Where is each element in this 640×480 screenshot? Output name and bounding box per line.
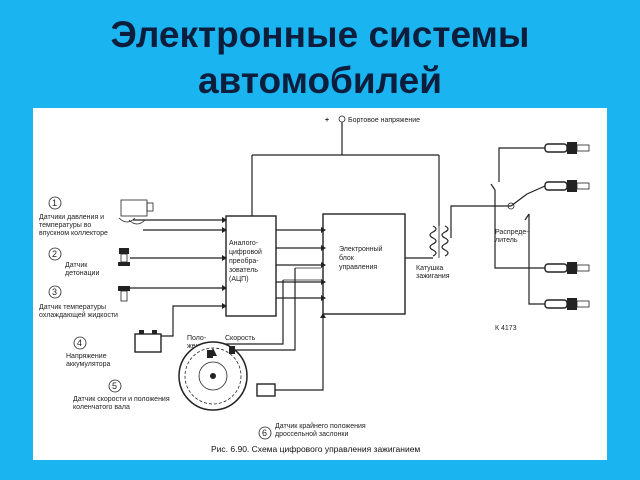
adc-block — [225, 215, 277, 317]
throttle-wire — [275, 316, 324, 391]
diagram-panel: + Бортовое напряжение Аналого- цифровой … — [33, 108, 607, 460]
figure-ref: К 4173 — [495, 325, 517, 332]
sensor-4-number-circle — [73, 336, 87, 350]
sensor-3-label: Датчик температуры охлаждающей жидкости — [39, 304, 118, 319]
sensor-5-number-circle — [108, 379, 122, 393]
speed-wire — [223, 268, 296, 351]
sensor-4-label: Напряжение аккумулятора — [66, 353, 111, 368]
ignition-coil — [429, 224, 449, 258]
sensor-5-label: Датчик скорости и положения коленчатого … — [73, 396, 172, 411]
crankshaft-pickup — [207, 346, 235, 358]
sensor-2-icon — [118, 248, 130, 266]
sensor-6-number: 6 — [262, 428, 267, 438]
throttle-switch — [256, 383, 276, 397]
title-line-1: Электронные системы — [110, 14, 530, 55]
sensor-3-icon — [118, 286, 130, 302]
adc-label: Аналого- цифровой преобра- зователь (АЦП… — [229, 240, 264, 283]
adc-ecu-bus — [276, 227, 326, 301]
spark-plug-1 — [544, 142, 590, 154]
battery-wire — [161, 305, 224, 337]
sensor-1-number: 1 — [52, 198, 57, 208]
distributor-label: Распреде- литель — [495, 229, 531, 244]
spark-plug-3 — [544, 262, 590, 274]
ecu-label: Электронный блок управления — [339, 245, 385, 271]
sensor-1-label: Датчики давления и температуры во впускн… — [39, 214, 108, 237]
sensor-6-label: Датчик крайнего положения дроссельной за… — [275, 422, 368, 438]
spark-plug-2 — [544, 180, 590, 192]
sensor-2-number-circle — [48, 247, 62, 261]
sensor-4-number: 4 — [77, 338, 82, 348]
sensor-1-icon — [118, 199, 154, 225]
supply-plus-sign: + — [325, 117, 329, 124]
ecu-block — [322, 213, 406, 315]
title-line-2: автомобилей — [197, 60, 442, 101]
sensor-5-number: 5 — [112, 381, 117, 391]
position-wire — [209, 280, 284, 345]
sensor-3-number-circle — [48, 285, 62, 299]
slide-title: Электронные системы автомобилей — [0, 12, 640, 104]
coil-to-distributor — [450, 205, 511, 238]
spark-plug-4 — [544, 298, 590, 310]
crankshaft-wheel — [178, 341, 248, 411]
sensor-2-label: Датчик детонации — [65, 262, 99, 277]
figure-caption: Рис. 6.90. Схема цифрового управления за… — [211, 444, 420, 454]
sensor-6-number-circle — [258, 426, 272, 440]
supply-terminal — [338, 115, 346, 123]
battery-icon — [134, 330, 162, 353]
sensor-3-number: 3 — [52, 287, 57, 297]
distributor — [490, 183, 530, 221]
sensor-1-number-circle — [48, 196, 62, 210]
ignition-diagram: + Бортовое напряжение Аналого- цифровой … — [39, 115, 590, 454]
supply-label: Бортовое напряжение — [348, 117, 420, 124]
sensor-2-number: 2 — [52, 249, 57, 259]
plug-wires — [494, 147, 546, 305]
speed-label: Скорость — [225, 335, 256, 342]
coil-label: Катушка зажигания — [416, 265, 450, 280]
